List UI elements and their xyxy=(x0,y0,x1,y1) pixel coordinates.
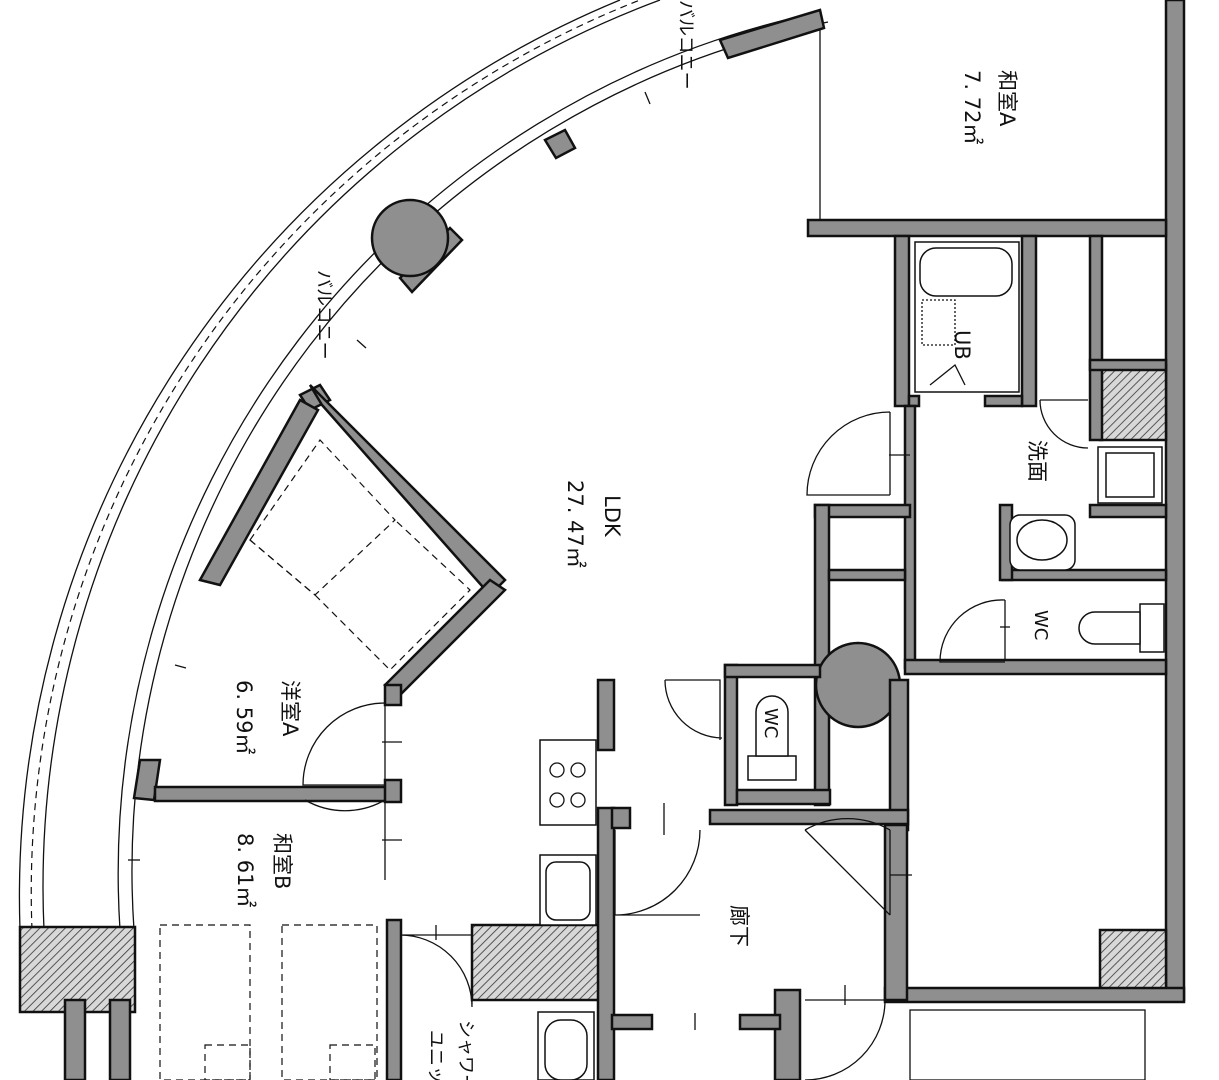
room-area-ldk: 27. 47㎡ xyxy=(563,480,587,568)
room-name-shower-line2: ユニット xyxy=(425,1030,446,1080)
room-name-washitsu-b: 和室B xyxy=(270,833,294,889)
dashed-furniture xyxy=(159,30,821,1080)
balcony-label-left: バルコニー xyxy=(313,270,334,360)
fixtures xyxy=(537,241,1165,1080)
room-name-ldk: LDK xyxy=(600,495,624,538)
room-name-rouka: 廊下 xyxy=(727,905,751,947)
balcony-label-top: バルコニー xyxy=(675,0,696,90)
room-name-yoshitsu-a: 洋室A xyxy=(278,680,302,737)
room-area-washitsu-b: 8. 61㎡ xyxy=(233,833,257,907)
balcony-outline xyxy=(18,0,661,931)
room-name-wc-small: WC xyxy=(760,708,781,738)
room-labels: 和室A 7. 72㎡ LDK 27. 47㎡ 洋室A 6. 59㎡ 和室B 8.… xyxy=(232,0,1051,1080)
room-name-shower-line1: シャワー xyxy=(455,1020,476,1080)
interior-walls xyxy=(153,218,1168,1080)
room-name-washitsu-a: 和室A xyxy=(995,70,1019,127)
room-name-wc-main: WC xyxy=(1030,610,1051,640)
room-name-senmen: 洗面 xyxy=(1025,440,1049,482)
doors xyxy=(302,399,1089,1080)
room-area-washitsu-a: 7. 72㎡ xyxy=(960,70,984,144)
curved-exterior-wall xyxy=(117,8,829,931)
room-area-yoshitsu-a: 6. 59㎡ xyxy=(232,680,256,754)
room-name-ub: UB xyxy=(950,330,974,360)
